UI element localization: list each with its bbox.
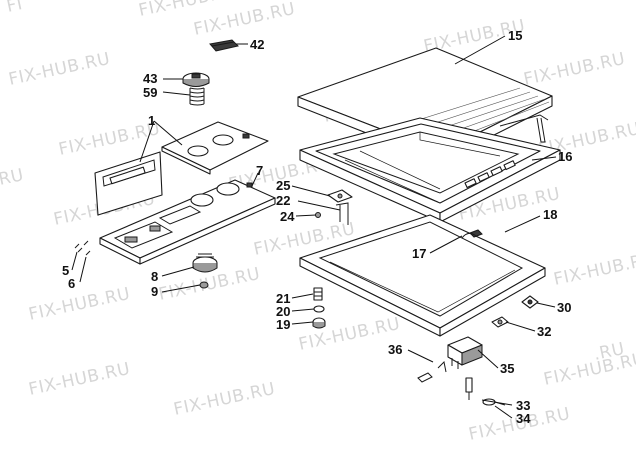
callout-24: 24: [280, 209, 295, 224]
part-32-connector: [491, 316, 509, 328]
part-1-control-plate: [161, 121, 269, 175]
callout-34: 34: [516, 411, 531, 426]
leader-lines: [71, 35, 557, 419]
part-20-washer: [313, 305, 325, 313]
watermark: FIX-HUB.RU: [172, 379, 277, 420]
callout-6: 6: [68, 276, 75, 291]
callout-16: 16: [558, 149, 572, 164]
watermark: FIX-HUB.RU: [297, 314, 402, 355]
watermark: FIX-HUB.RU: [27, 284, 132, 325]
watermark: FIX-HUB.RU: [27, 359, 132, 400]
support-rods: [499, 114, 549, 143]
callout-32: 32: [537, 324, 551, 339]
callout-19: 19: [276, 317, 290, 332]
callout-22: 22: [276, 193, 290, 208]
callout-36: 36: [388, 342, 402, 357]
part-19-sleeve: [312, 317, 326, 329]
part-7-lower-panel: [99, 179, 276, 265]
callout-25: 25: [276, 178, 290, 193]
watermark: FIX-HUB.RU: [57, 119, 162, 160]
part-24-screw: [315, 212, 321, 218]
part-42-cap: [209, 39, 239, 52]
part-21-bushing: [313, 287, 323, 301]
callout-5: 5: [62, 263, 69, 278]
part-33-terminal: [465, 377, 473, 400]
watermark: FI: [5, 0, 25, 17]
part-36-terminal: [417, 360, 447, 383]
callout-9: 9: [151, 284, 158, 299]
callout-30: 30: [557, 300, 571, 315]
callout-59: 59: [143, 85, 157, 100]
watermark: RU: [0, 165, 26, 190]
callout-18: 18: [543, 207, 557, 222]
control-panel-slots: [464, 160, 516, 189]
part-22-rod: [335, 202, 349, 225]
callout-20: 20: [276, 304, 290, 319]
callout-labels: 42 43 59 15 1 7 16 25 22 24 18 17 5 6 8 …: [62, 28, 572, 426]
callout-42: 42: [250, 37, 264, 52]
part-9-nut: [199, 281, 209, 289]
watermark: FIX-HUB.RU: [522, 49, 627, 90]
callout-43: 43: [143, 71, 157, 86]
part-1-front-bracket: [94, 151, 163, 216]
part-30-clip: [521, 295, 539, 309]
callout-21: 21: [276, 291, 290, 306]
callout-1: 1: [148, 113, 155, 128]
part-6-pin: [83, 240, 91, 256]
callout-15: 15: [508, 28, 522, 43]
part-8-knob: [192, 253, 218, 273]
callout-33: 33: [516, 398, 530, 413]
watermark: FIX-HUB.RU: [7, 49, 112, 90]
part-16-frame: [299, 117, 561, 223]
watermark: FIX-HUB.RU: [552, 249, 636, 290]
part-5-pin: [74, 243, 83, 253]
callout-17: 17: [412, 246, 426, 261]
part-35-switch: [447, 336, 483, 369]
part-43-knob: [182, 72, 210, 87]
part-59-spring: [189, 87, 205, 106]
part-25-bracket: [327, 189, 353, 203]
callout-8: 8: [151, 269, 158, 284]
part-18-base-tray: [299, 214, 546, 337]
callout-7: 7: [256, 163, 263, 178]
callout-35: 35: [500, 361, 514, 376]
